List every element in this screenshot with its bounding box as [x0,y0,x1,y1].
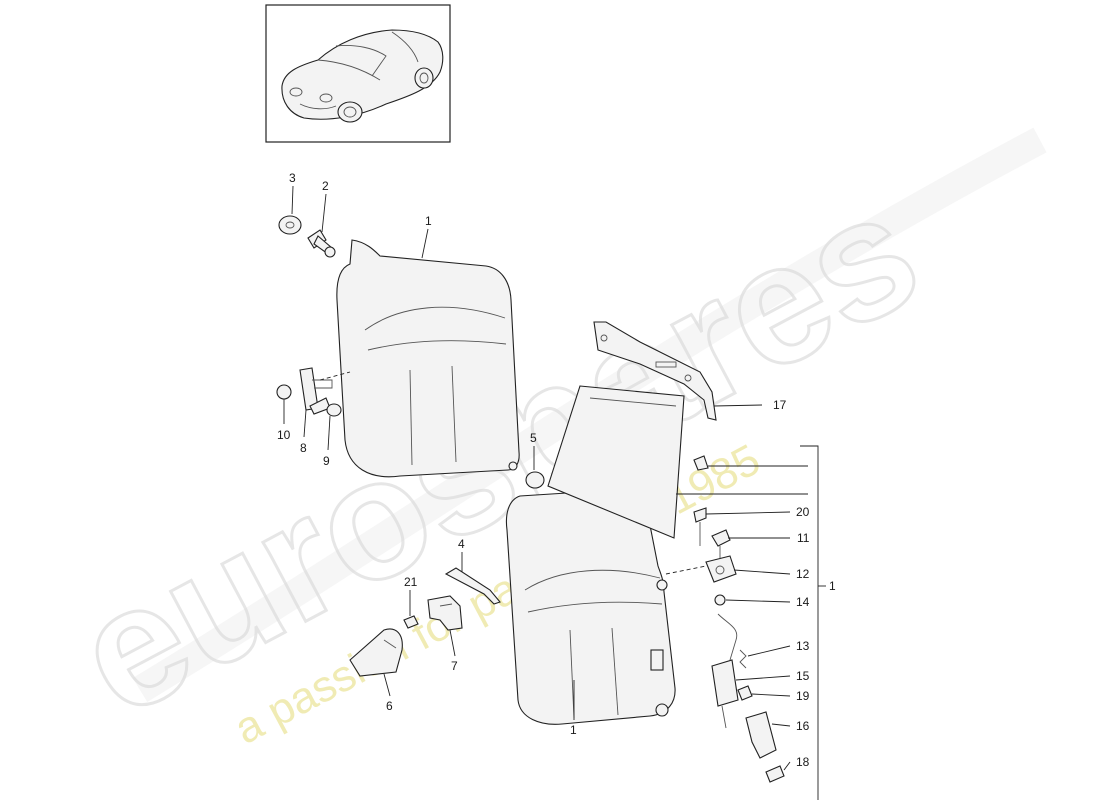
cover-6 [349,628,403,677]
callout-7: 7 [451,659,458,673]
callout-15: 15 [796,669,810,683]
callout-18: 18 [796,755,810,769]
bracket-17 [593,321,717,421]
callout-4: 4 [458,537,465,551]
callout-5: 5 [530,431,537,445]
bolt-2 [307,229,336,258]
plug-5 [525,471,545,489]
pin-11 [711,529,731,558]
callout-9: 9 [323,454,330,468]
callout-labels: 3 2 1 10 8 9 5 17 4 21 7 6 1 20 11 12 14… [277,171,836,769]
leader-lines [283,185,826,800]
lower-seat-backrest [505,489,676,725]
callout-1-group: 1 [829,579,836,593]
callout-14: 14 [796,595,810,609]
washer-3 [278,215,302,235]
car-coupe-icon [281,29,444,123]
callout-12: 12 [796,567,810,581]
callout-11: 11 [797,531,810,545]
nut-14 [714,594,726,606]
callout-2: 2 [322,179,329,193]
callout-20: 20 [796,505,810,519]
cable-4 [444,567,501,605]
plate-16 [745,711,777,759]
spring-13 [739,649,747,669]
screw-20 [693,507,707,546]
callout-17: 17 [773,398,787,412]
clip-upper [693,455,709,471]
bolt-9 [309,397,342,417]
callout-6: 6 [386,699,393,713]
callout-1-upper: 1 [425,214,432,228]
callout-19: 19 [796,689,810,703]
callout-13: 13 [796,639,810,653]
upper-seat-backrest [336,239,520,478]
bolt-18 [765,765,785,783]
callout-3: 3 [289,171,296,185]
callout-10: 10 [277,428,291,442]
vehicle-thumbnail [265,4,451,143]
nut-10 [276,384,292,400]
callout-8: 8 [300,441,307,455]
bolt-19 [737,685,753,701]
callout-1-lower: 1 [570,723,577,737]
screw-21 [403,615,419,629]
callout-16: 16 [796,719,810,733]
cable-latch-15 [711,613,739,729]
backrest-panel [547,385,685,539]
callout-21: 21 [404,575,418,589]
lock-7 [427,595,463,631]
bracket-12 [705,555,737,583]
